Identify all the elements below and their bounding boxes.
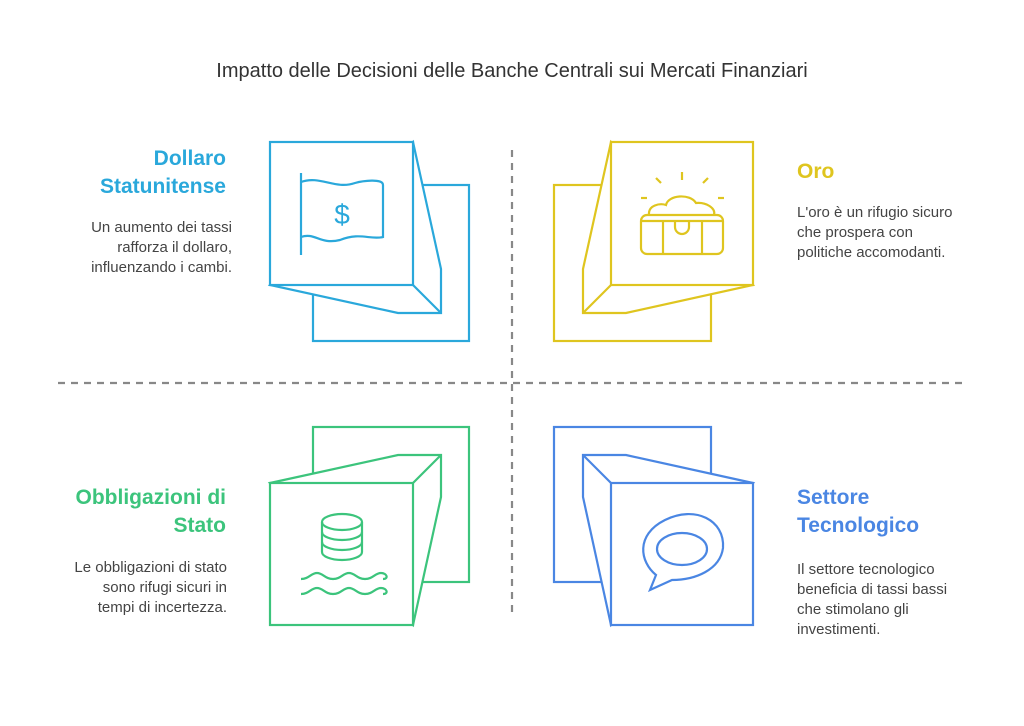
heading-gold: Oro <box>797 160 835 183</box>
svg-text:$: $ <box>334 199 350 230</box>
text-dollar: Un aumento dei tassi rafforza il dollaro… <box>91 219 232 276</box>
text-bonds: Le obbligazioni di stato sono rifugi sic… <box>74 559 227 616</box>
diagram-title: Impatto delle Decisioni delle Banche Cen… <box>216 60 808 82</box>
gold-cube <box>552 139 756 343</box>
text-tech: Il settore tecnologico beneficia di tass… <box>797 561 948 638</box>
dollar-cube: $ <box>267 139 471 343</box>
treasure-chest-icon <box>639 172 725 256</box>
heading-dollar: Dollaro Statunitense <box>99 147 226 198</box>
bonds-cube <box>267 425 471 628</box>
coins-water-icon <box>300 512 388 596</box>
tech-cube <box>552 425 756 628</box>
chat-bubble-icon <box>642 513 725 593</box>
heading-tech: Settore Tecnologico <box>797 486 920 537</box>
text-gold: L'oro è un rifugio sicuro che prospera c… <box>797 204 953 261</box>
heading-bonds: Obbligazioni di Stato <box>75 486 227 537</box>
dollar-flag-icon: $ <box>299 173 385 255</box>
